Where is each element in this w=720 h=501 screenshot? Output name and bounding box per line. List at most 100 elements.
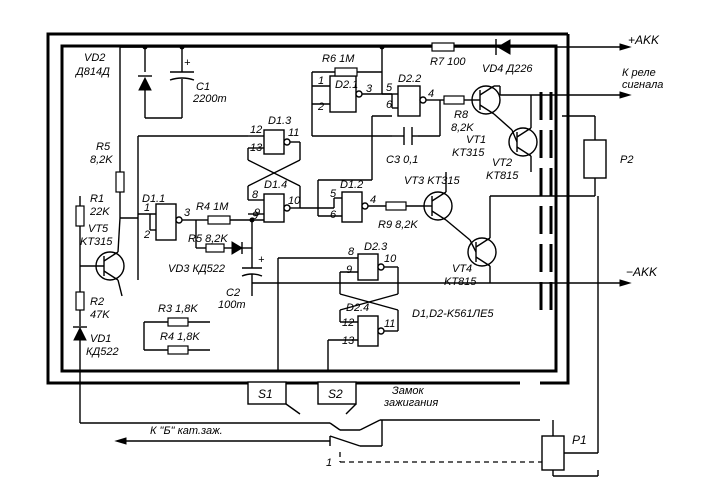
p1-label: P1 — [572, 433, 587, 447]
diode-vd4 — [495, 39, 511, 55]
r8-value: 8,2K — [451, 122, 474, 134]
r2-value: 47K — [90, 309, 110, 321]
diode-vd1 — [73, 326, 330, 424]
vd4-label: VD4 Д226 — [482, 63, 533, 75]
d22-pin4: 4 — [428, 88, 434, 100]
d12-pin4: 4 — [370, 194, 376, 206]
r5-left-value: 8,2K — [90, 154, 113, 166]
d22-pin5: 5 — [386, 82, 393, 94]
p2-label: P2 — [620, 154, 633, 166]
c3-label: C3 0,1 — [386, 154, 418, 166]
relay-signal-line — [500, 91, 632, 99]
vt4-label: VT4 — [452, 263, 472, 275]
gate-d1-4 — [248, 193, 300, 223]
transistor-vt4 — [467, 195, 562, 276]
d1-1-label: D1.1 — [142, 193, 165, 205]
gate-d2-1 — [311, 71, 392, 137]
d2-2-label: D2.2 — [398, 73, 421, 85]
transistor-vt5 — [80, 217, 125, 297]
transistor-vt3 — [423, 172, 471, 241]
d13-pin11: 11 — [288, 127, 299, 139]
d11-pin3: 3 — [184, 207, 191, 219]
capacitor-c3 — [392, 127, 418, 145]
d1-3-label: D1.3 — [268, 115, 292, 127]
switch-s1 — [247, 381, 301, 415]
vt3-label: VT3 KT315 — [404, 175, 461, 187]
d23-pin9: 9 — [346, 264, 352, 276]
diode-vd3 — [231, 220, 253, 268]
vt5-label: VT5 — [88, 223, 109, 235]
r5-mid-label: R5 8,2K — [188, 233, 228, 245]
resistor-r7 — [431, 42, 455, 52]
relay-p1 — [541, 196, 599, 477]
resistor-r1 — [75, 196, 85, 240]
relay-signal-label-2: сигнала — [622, 79, 663, 91]
c2-label: C2 — [226, 287, 240, 299]
d13-pin12: 12 — [250, 124, 262, 136]
resistor-r2 — [75, 240, 85, 326]
c2-plus: + — [258, 254, 265, 266]
r4-low-label: R4 1,8K — [160, 331, 200, 343]
minus-akk-label: −AKK — [626, 265, 658, 279]
gate-d1-2 — [317, 180, 386, 223]
latch-cross-wires — [137, 135, 334, 280]
d2-1-label: D2.1 — [335, 79, 358, 91]
p1-contact-label: 1 — [326, 457, 332, 469]
internal-shield — [539, 92, 553, 320]
r4-top-label: R4 1M — [196, 201, 229, 213]
d1-2-label: D1.2 — [340, 179, 363, 191]
c1-plus: + — [184, 57, 191, 69]
relay-p1-dashed — [339, 452, 542, 463]
vt4-type: KT815 — [444, 276, 477, 288]
resistor-r5-mid — [195, 220, 232, 253]
gate-d1-3 — [248, 129, 300, 155]
vd3-label: VD3 КД522 — [168, 263, 225, 275]
coil-output-line — [114, 436, 331, 446]
switch-s2 — [317, 381, 357, 415]
transistor-vt2 — [508, 95, 538, 172]
latch-d2-cross-wires — [327, 272, 399, 370]
chips-label: D1,D2-K561ЛЕ5 — [412, 308, 494, 320]
s2-label: S2 — [328, 387, 343, 401]
resistor-r3-low — [144, 317, 210, 327]
gate-d1-1 — [120, 203, 196, 241]
capacitor-c1 — [145, 47, 195, 119]
resistor-r5-left — [115, 171, 125, 218]
d13-pin13: 13 — [250, 142, 263, 154]
capacitor-c2 — [241, 267, 263, 296]
d21-pin1: 1 — [318, 75, 324, 87]
d14-pin9: 9 — [252, 210, 258, 222]
resistor-r9 — [385, 201, 424, 211]
c1-value: 2200m — [192, 93, 227, 105]
d11-pin1: 1 — [144, 202, 150, 214]
ignition-lock — [329, 419, 540, 447]
lock-label-2: зажигания — [383, 397, 438, 409]
d11-pin2: 2 — [143, 229, 150, 241]
r2-label: R2 — [90, 296, 104, 308]
d24-pin13: 13 — [342, 335, 355, 347]
vt1-type: KT315 — [452, 147, 485, 159]
transistor-vt1 — [471, 85, 513, 131]
d23-pin10: 10 — [384, 253, 397, 265]
d2-3-label: D2.3 — [364, 241, 388, 253]
c2-value: 100m — [218, 299, 246, 311]
vd1-type: КД522 — [86, 346, 119, 358]
d12-pin6: 6 — [330, 209, 337, 221]
lock-label-1: Замок — [392, 385, 425, 397]
d23-pin8: 8 — [348, 246, 355, 258]
r1-label: R1 — [90, 193, 104, 205]
r3-low-label: R3 1,8K — [158, 303, 198, 315]
r1-value: 22K — [89, 206, 110, 218]
d21-pin3: 3 — [366, 83, 373, 95]
vd2-label: VD2 — [84, 52, 105, 64]
relay-signal-label-1: К реле — [622, 67, 656, 79]
vt1-label: VT1 — [466, 134, 486, 146]
vd1-label: VD1 — [90, 333, 111, 345]
vt2-label: VT2 — [492, 157, 512, 169]
resistor-r4-low — [144, 345, 210, 355]
negative-rail — [252, 276, 632, 287]
resistor-r6 — [334, 67, 358, 77]
vd2-type-label: Д814Д — [74, 66, 110, 78]
plus-akk-label: +AKK — [628, 33, 660, 47]
